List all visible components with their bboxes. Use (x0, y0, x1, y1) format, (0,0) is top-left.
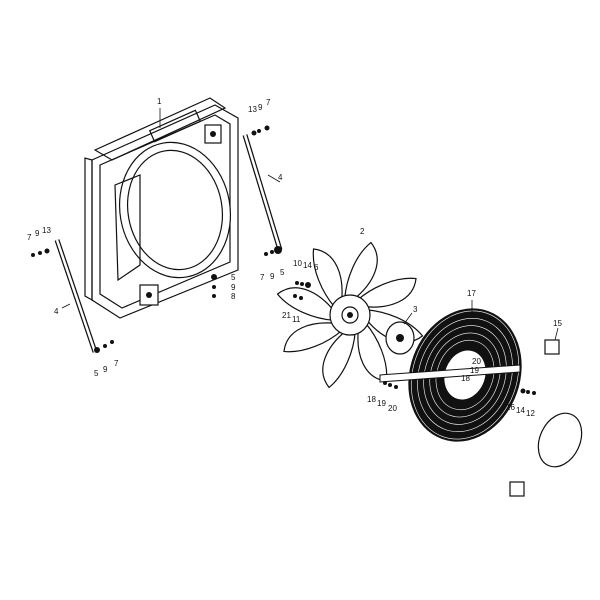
callout-13: 13 (248, 105, 257, 114)
fan-blade (276, 287, 336, 321)
callout-8: 8 (231, 292, 236, 301)
fan-blade (356, 277, 417, 308)
callout-15: 15 (553, 319, 562, 328)
callout-16: 16 (506, 403, 515, 412)
callout-20: 20 (388, 404, 397, 413)
callout-18: 18 (367, 395, 376, 404)
callout-5: 5 (280, 268, 285, 277)
guard-ring (410, 310, 520, 440)
callout-17: 17 (467, 289, 476, 298)
callout-9: 9 (103, 365, 108, 374)
callout-7: 7 (27, 233, 32, 242)
support-rods (54, 134, 283, 353)
callout-7: 7 (260, 273, 265, 282)
callout-6: 6 (314, 263, 319, 272)
callout-19: 19 (470, 366, 479, 375)
callout-4: 4 (278, 173, 283, 182)
callout-18: 18 (461, 374, 470, 383)
callout-1: 1 (157, 97, 162, 106)
callout-11: 11 (292, 315, 301, 324)
fan-blade (344, 241, 378, 301)
callout-2: 2 (360, 227, 365, 236)
guard-bracket (509, 327, 583, 503)
callout-9: 9 (270, 272, 275, 281)
callout-5: 5 (231, 273, 236, 282)
callout-7: 7 (114, 359, 119, 368)
radiator-assembly (84, 97, 239, 319)
callout-3: 3 (413, 305, 418, 314)
fan-blade (322, 329, 356, 389)
callout-12: 12 (526, 409, 535, 418)
callout-5: 5 (94, 369, 99, 378)
callout-9: 9 (258, 103, 263, 112)
callout-19: 19 (377, 399, 386, 408)
fan-guard (379, 300, 522, 442)
callout-9: 9 (231, 283, 236, 292)
callout-4: 4 (54, 307, 59, 316)
callout-14: 14 (303, 261, 312, 270)
callout-20: 20 (472, 357, 481, 366)
fan-blade (312, 248, 343, 309)
fan-spacer (385, 312, 415, 355)
callout-9: 9 (35, 229, 40, 238)
callout-13: 13 (42, 226, 51, 235)
fasteners (31, 125, 536, 395)
fan-blade (283, 322, 344, 353)
callout-21: 21 (282, 311, 291, 320)
callout-10: 10 (293, 259, 302, 268)
callout-14: 14 (516, 406, 525, 415)
guard-ring (417, 317, 513, 433)
guard-ring (429, 332, 501, 418)
guard-ring (435, 339, 495, 411)
guard-ring (423, 325, 507, 425)
callout-7: 7 (266, 98, 271, 107)
